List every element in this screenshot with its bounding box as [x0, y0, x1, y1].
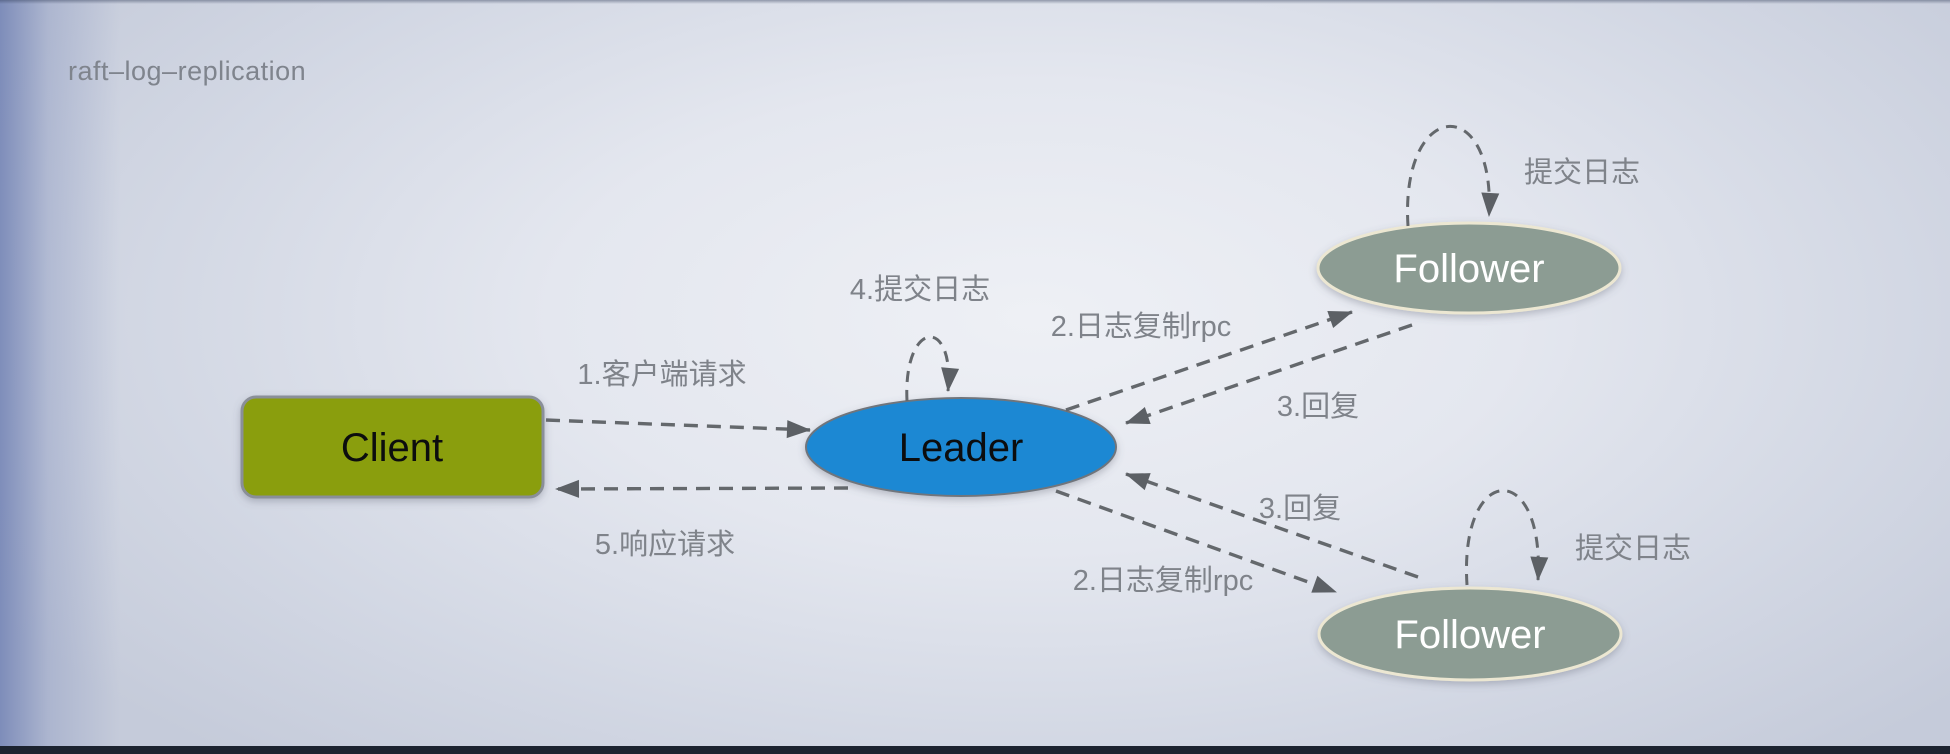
edge-log-replication-top-label: 2.日志复制rpc	[1051, 310, 1231, 343]
edge-client-request-label: 1.客户端请求	[577, 358, 746, 391]
follower-top-self-loop	[1406, 124, 1500, 227]
edge-log-replication-bottom	[1055, 489, 1337, 594]
edge-log-replication-bottom-label: 2.日志复制rpc	[1073, 564, 1253, 597]
client-node	[240, 395, 545, 499]
edge-reply-bottom	[1125, 472, 1419, 579]
diagram-title: raft–log–replication	[68, 56, 306, 86]
edge-commit-log-follower-top-label: 提交日志	[1524, 156, 1640, 189]
client-node-label: Client	[341, 426, 443, 470]
leader-self-loop	[905, 335, 960, 402]
edge-reply-top	[1125, 323, 1413, 425]
edge-log-replication-top	[1065, 310, 1353, 412]
window-bottom-edge	[0, 746, 1950, 754]
edge-reply-bottom-label: 3.回复	[1259, 492, 1341, 525]
leader-node	[805, 397, 1117, 497]
follower-bottom-node	[1317, 586, 1623, 682]
leader-node-label: Leader	[899, 426, 1024, 470]
edge-response-request	[555, 479, 849, 498]
edge-commit-log-leader-label: 4.提交日志	[850, 273, 990, 306]
follower-top-node-label: Follower	[1393, 247, 1544, 291]
follower-top-node	[1316, 221, 1622, 315]
edge-response-request-label: 5.响应请求	[595, 528, 735, 561]
edge-client-request	[545, 418, 811, 439]
follower-bottom-self-loop	[1464, 489, 1549, 586]
follower-bottom-node-label: Follower	[1394, 613, 1545, 657]
edge-reply-top-label: 3.回复	[1277, 390, 1359, 423]
edge-commit-log-follower-bottom-label: 提交日志	[1575, 532, 1691, 565]
